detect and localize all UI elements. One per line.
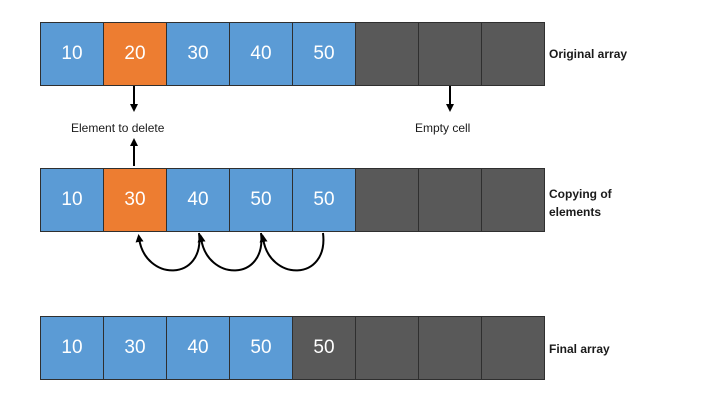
array-cell: 30 [166, 22, 230, 86]
array-cell: 30 [103, 316, 167, 380]
element-to-delete-caption: Element to delete [71, 121, 165, 135]
array-cell: 10 [40, 316, 104, 380]
shift-arrow-icon [197, 232, 263, 272]
original-array-row: 10 20 30 40 50 [40, 22, 545, 86]
array-cell: 50 [229, 316, 293, 380]
array-cell [481, 22, 545, 86]
array-cell [355, 316, 419, 380]
array-cell: 50 [292, 316, 356, 380]
original-array-label: Original array [549, 47, 628, 61]
array-cell: 50 [292, 22, 356, 86]
shift-arrow-icon [135, 232, 201, 272]
array-cell: 50 [229, 168, 293, 232]
array-cell: 50 [292, 168, 356, 232]
final-array-label: Final array [549, 342, 610, 356]
array-cell [481, 316, 545, 380]
array-cell: 30 [103, 168, 167, 232]
array-cell: 40 [166, 168, 230, 232]
array-cell: 10 [40, 22, 104, 86]
array-cell: 10 [40, 168, 104, 232]
empty-cell-caption: Empty cell [415, 121, 471, 135]
array-cell [418, 168, 482, 232]
array-cell [481, 168, 545, 232]
array-cell: 20 [103, 22, 167, 86]
copying-array-row: 10 30 40 50 50 [40, 168, 545, 232]
final-array-row: 10 30 40 50 50 [40, 316, 545, 380]
copying-of-elements-label: Copying of elements [549, 187, 612, 219]
array-cell [418, 316, 482, 380]
array-cell [355, 168, 419, 232]
shift-arrow-icon [259, 232, 325, 272]
array-cell: 40 [166, 316, 230, 380]
